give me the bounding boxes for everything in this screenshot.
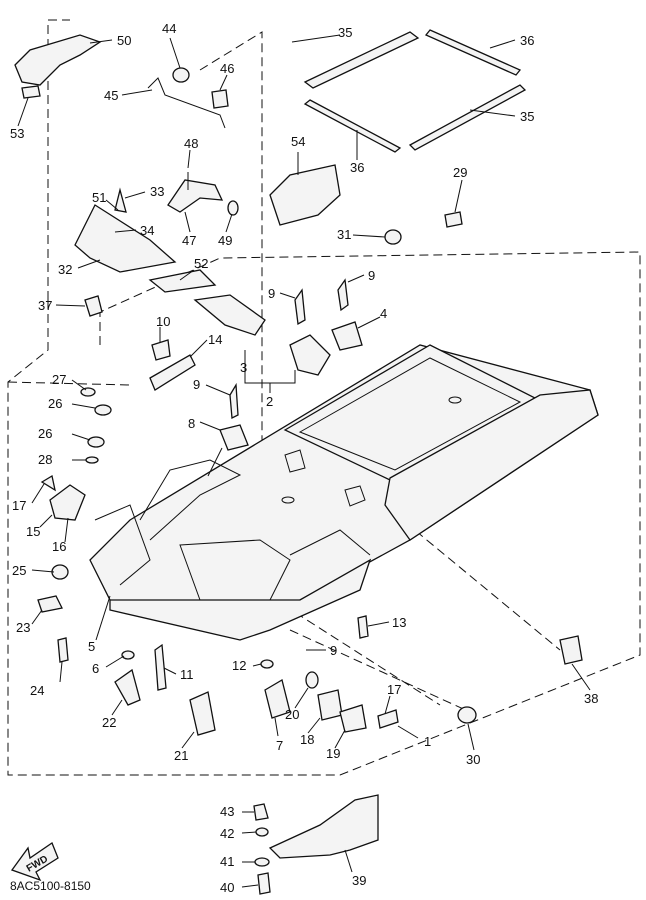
fwd-arrow-icon	[10, 842, 59, 882]
callout-54: 54	[291, 134, 305, 149]
callout-52: 52	[194, 256, 208, 271]
callout-48: 48	[184, 136, 198, 151]
callout-12: 12	[232, 658, 246, 673]
callout-35a: 35	[338, 25, 352, 40]
callout-5: 5	[88, 639, 95, 654]
callout-23: 23	[16, 620, 30, 635]
callout-36a: 36	[520, 33, 534, 48]
callout-37: 37	[38, 298, 52, 313]
callout-34: 34	[140, 223, 154, 238]
callout-35b: 35	[520, 109, 534, 124]
callout-3: 3	[240, 360, 247, 375]
callout-labels: 1 2 3 4 5 6 7 8 9 9 9 9 10 11 12 13 14 1…	[10, 21, 598, 895]
callout-41: 41	[220, 854, 234, 869]
callout-20: 20	[285, 707, 299, 722]
callout-33: 33	[150, 184, 164, 199]
callout-32: 32	[58, 262, 72, 277]
diagram-code: 8AC5100-8150	[10, 879, 91, 893]
callout-24: 24	[30, 683, 44, 698]
callout-25: 25	[12, 563, 26, 578]
callout-30: 30	[466, 752, 480, 767]
callout-2: 2	[266, 394, 273, 409]
callout-46: 46	[220, 61, 234, 76]
callout-10: 10	[156, 314, 170, 329]
callout-28: 28	[38, 452, 52, 467]
seat-mats	[303, 29, 527, 153]
callout-15: 15	[26, 524, 40, 539]
callout-1: 1	[424, 734, 431, 749]
callout-26b: 26	[38, 426, 52, 441]
callout-26a: 26	[48, 396, 62, 411]
callout-14: 14	[208, 332, 222, 347]
callout-47: 47	[182, 233, 196, 248]
callout-36b: 36	[350, 160, 364, 175]
small-parts	[10, 34, 583, 895]
callout-31: 31	[337, 227, 351, 242]
callout-4: 4	[380, 306, 387, 321]
callout-19: 19	[326, 746, 340, 761]
callout-6: 6	[92, 661, 99, 676]
callout-45: 45	[104, 88, 118, 103]
callout-9a: 9	[368, 268, 375, 283]
callout-16: 16	[52, 539, 66, 554]
callout-40: 40	[220, 880, 234, 895]
callout-17b: 17	[387, 682, 401, 697]
callout-29: 29	[453, 165, 467, 180]
callout-42: 42	[220, 826, 234, 841]
callout-9c: 9	[193, 377, 200, 392]
callout-11: 11	[180, 667, 194, 682]
callout-27: 27	[52, 372, 66, 387]
leader-lines	[17, 34, 591, 888]
callout-53: 53	[10, 126, 24, 141]
callout-18: 18	[300, 732, 314, 747]
callout-7: 7	[276, 738, 283, 753]
callout-39: 39	[352, 873, 366, 888]
callout-22: 22	[102, 715, 116, 730]
callout-21: 21	[174, 748, 188, 763]
callout-51: 51	[92, 190, 106, 205]
callout-8: 8	[188, 416, 195, 431]
callout-44: 44	[162, 21, 176, 36]
callout-13: 13	[392, 615, 406, 630]
callout-17a: 17	[12, 498, 26, 513]
callout-50: 50	[117, 33, 131, 48]
callout-49: 49	[218, 233, 232, 248]
callout-9b: 9	[268, 286, 275, 301]
callout-9d: 9	[330, 643, 337, 658]
callout-43: 43	[220, 804, 234, 819]
seat-base	[89, 344, 599, 641]
callout-38: 38	[584, 691, 598, 706]
